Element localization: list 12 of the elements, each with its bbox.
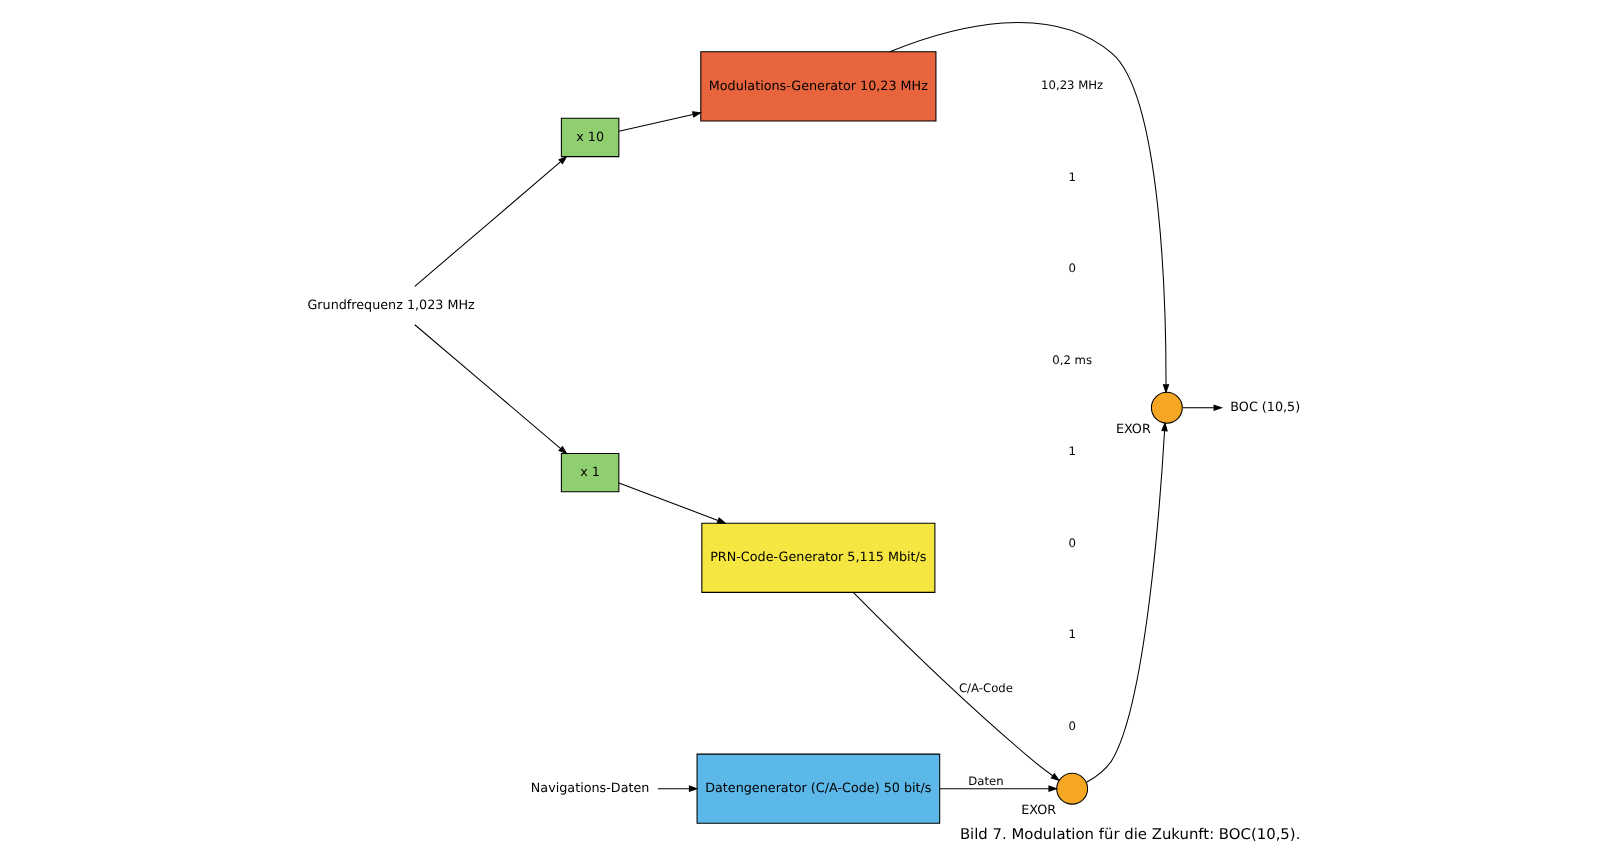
arrow [1086, 420, 1168, 782]
arrow [939, 784, 1059, 792]
arrow [1182, 403, 1224, 411]
arrow [889, 20, 1170, 393]
arrow [414, 154, 568, 286]
arrow [618, 110, 702, 131]
arrow [657, 784, 699, 792]
node-circle [1150, 390, 1183, 423]
arrow [618, 481, 727, 523]
arrow [414, 323, 568, 454]
node-circle [1056, 771, 1089, 804]
arrow [852, 590, 1061, 781]
